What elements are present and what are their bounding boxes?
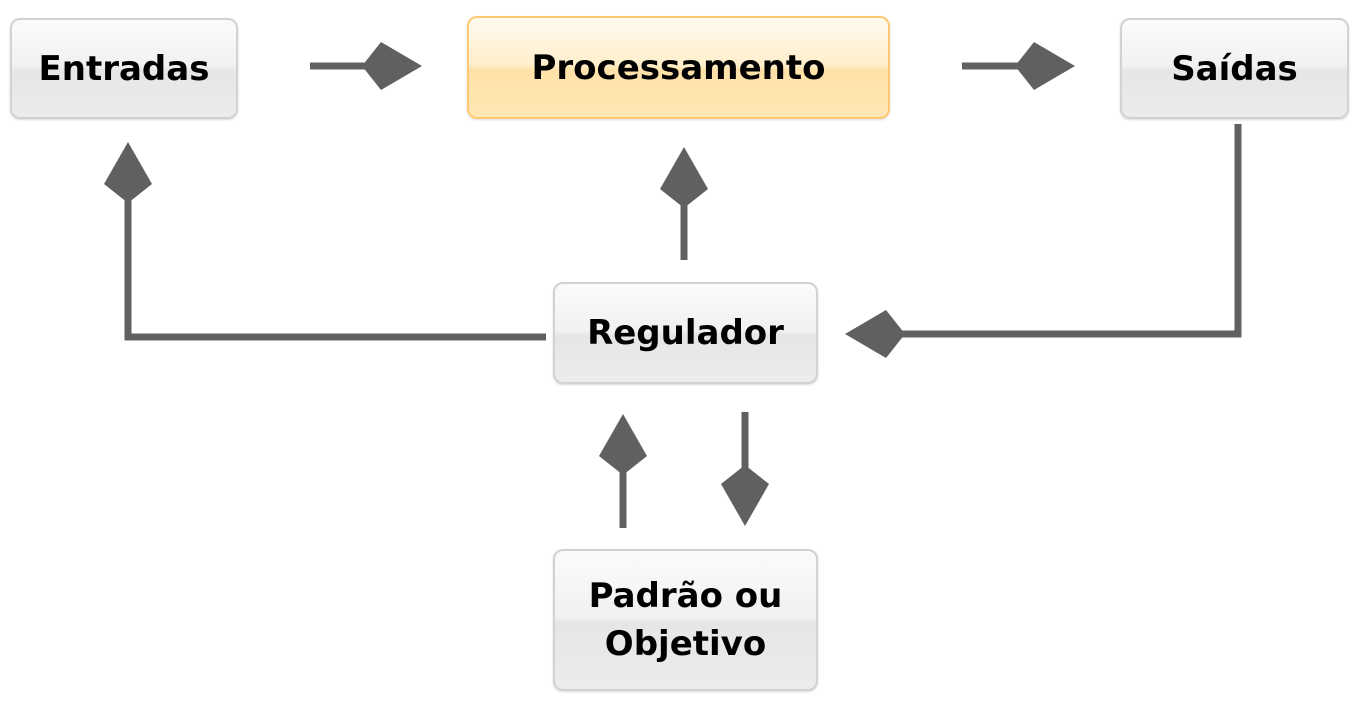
arrowhead-up-icon <box>660 147 708 208</box>
padrao-label-line1: Padrão ou <box>588 576 783 616</box>
arrowhead-up-icon <box>104 142 152 203</box>
arrowhead-left-icon <box>845 310 905 358</box>
saidas-label: Saídas <box>1171 48 1298 89</box>
regulador-label: Regulador <box>587 313 784 353</box>
arrowhead-up-icon <box>599 414 647 475</box>
arrowhead-down-icon <box>721 465 769 526</box>
processamento-box: Processamento <box>467 16 890 119</box>
connector-saidas-regulador <box>893 124 1242 338</box>
processamento-label: Processamento <box>531 47 826 88</box>
arrowhead-right-icon <box>1015 42 1075 90</box>
saidas-box: Saídas <box>1120 18 1349 119</box>
padrao-label-line2: Objetivo <box>604 624 767 664</box>
entradas-label: Entradas <box>38 48 210 89</box>
entradas-box: Entradas <box>10 18 238 119</box>
padrao-objetivo-box: Padrão ou Objetivo <box>553 549 818 691</box>
arrowhead-right-icon <box>362 42 422 90</box>
regulador-box: Regulador <box>553 282 818 384</box>
connector-regulador-entradas <box>124 190 546 341</box>
